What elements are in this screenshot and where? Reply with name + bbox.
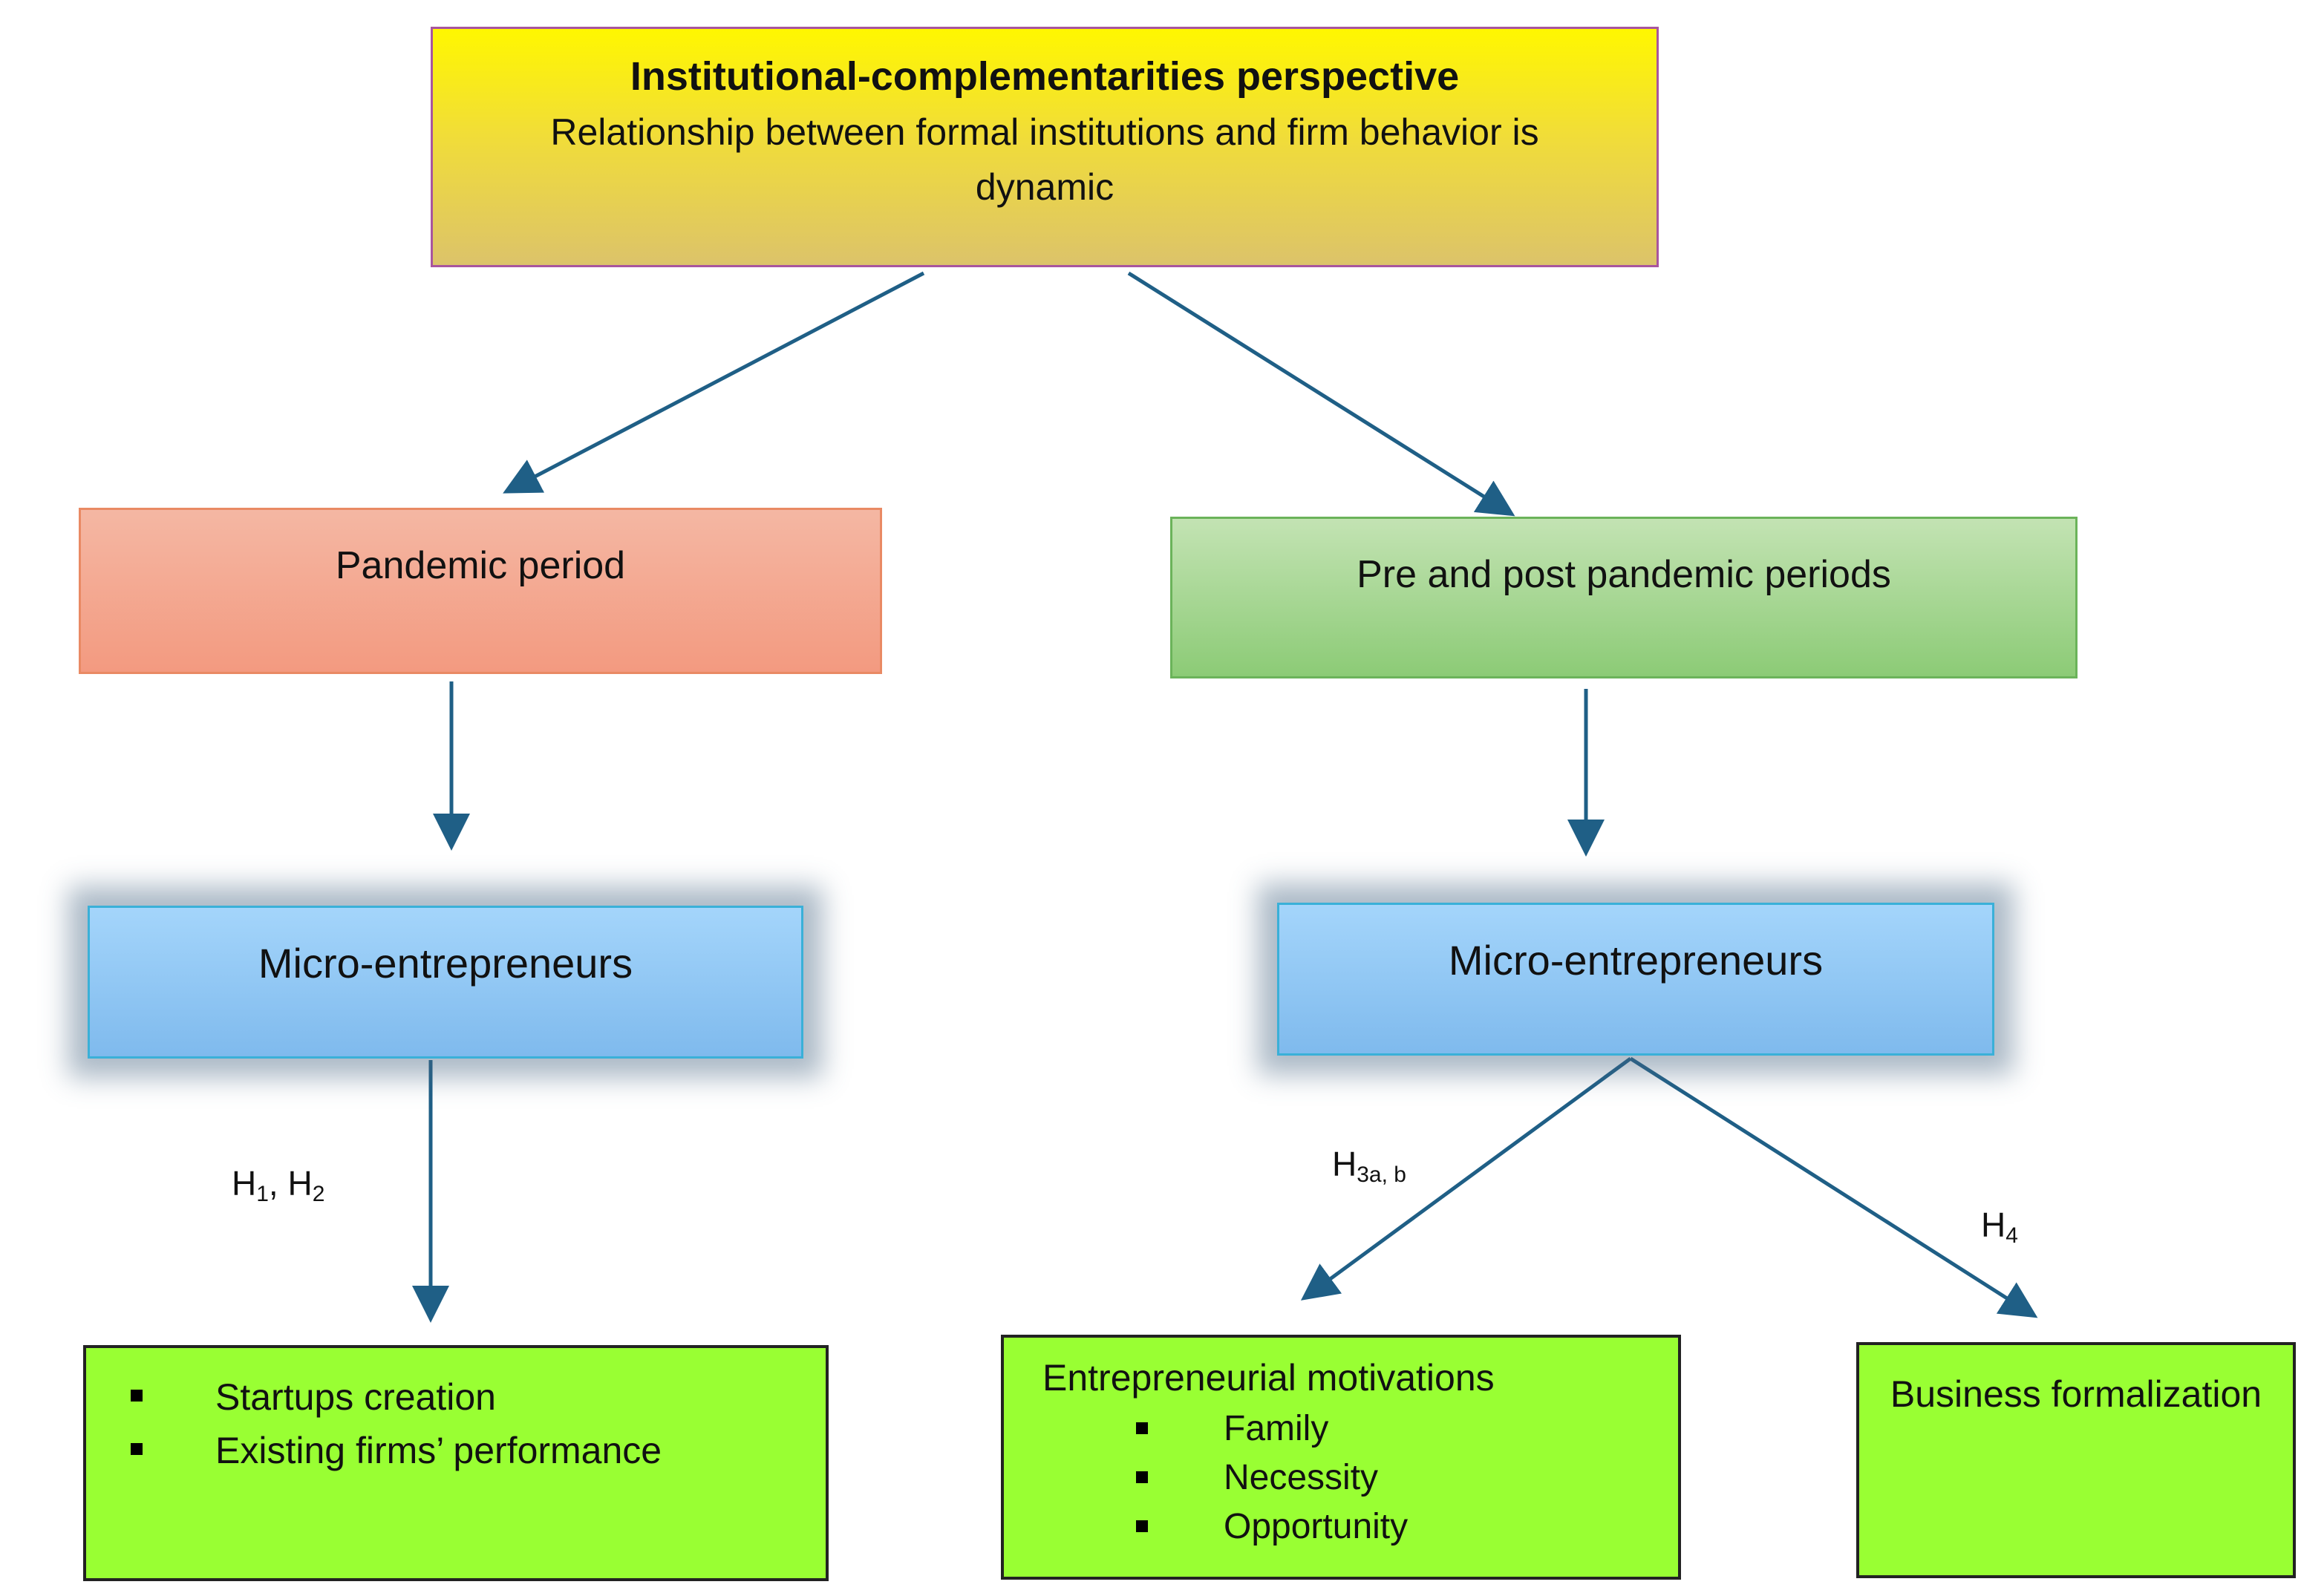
motivations-outcome-box: Entrepreneurial motivations Family Neces… [1001, 1335, 1681, 1580]
motivations-list: Family Necessity Opportunity [1004, 1404, 1678, 1551]
h3-sub: 3a, b [1357, 1162, 1406, 1187]
hypothesis-h4-label: H4 [1981, 1204, 2018, 1257]
h2-sub: 2 [312, 1182, 325, 1206]
h12-separator: , [268, 1164, 288, 1203]
motivations-heading: Entrepreneurial motivations [1042, 1357, 1495, 1399]
square-bullet-icon [1136, 1520, 1148, 1532]
micro-entrepreneurs-right-box: Micro-entrepreneurs [1277, 903, 1994, 1056]
hypothesis-h1-h2-label: H1, H2 [232, 1162, 324, 1215]
list-item: Necessity [1004, 1453, 1678, 1502]
h1-main: H [232, 1164, 257, 1203]
micro-entrepreneurs-left-label: Micro-entrepreneurs [258, 940, 633, 987]
list-item: Startups creation [86, 1370, 826, 1424]
formalization-outcome-box: Business formalization [1856, 1342, 2296, 1578]
startups-outcome-box: Startups creation Existing firms’ perfor… [83, 1345, 829, 1581]
perspective-subtitle: Relationship between formal institutions… [550, 111, 1539, 208]
h4-sub: 4 [2005, 1223, 2018, 1248]
perspective-title: Institutional-complementarities perspect… [630, 54, 1460, 99]
h1-sub: 1 [256, 1182, 269, 1206]
startups-outcome-list: Startups creation Existing firms’ perfor… [86, 1370, 826, 1477]
pre-post-pandemic-box: Pre and post pandemic periods [1170, 517, 2078, 678]
list-item: Existing firms’ performance [86, 1424, 826, 1477]
hypothesis-h3-label: H3a, b [1332, 1143, 1406, 1196]
square-bullet-icon [1136, 1422, 1148, 1434]
arrow-top-to-pandemic [503, 271, 925, 494]
perspective-box: Institutional-complementarities perspect… [431, 27, 1659, 267]
square-bullet-icon [1136, 1471, 1148, 1483]
motivation-necessity-text: Necessity [1224, 1458, 1379, 1497]
motivation-family-text: Family [1224, 1409, 1329, 1448]
h3-main: H [1332, 1145, 1357, 1183]
square-bullet-icon [131, 1390, 143, 1402]
startups-creation-text: Startups creation [215, 1376, 496, 1418]
arrow-micro-to-motivations [1300, 1056, 1632, 1301]
h2-main: H [287, 1164, 313, 1203]
pandemic-period-box: Pandemic period [79, 508, 882, 674]
square-bullet-icon [131, 1443, 143, 1455]
micro-entrepreneurs-right-label: Micro-entrepreneurs [1448, 937, 1824, 984]
formalization-text: Business formalization [1890, 1373, 2262, 1415]
h4-main: H [1981, 1206, 2006, 1244]
pre-post-pandemic-label: Pre and post pandemic periods [1357, 553, 1891, 596]
existing-firms-performance-text: Existing firms’ performance [215, 1430, 662, 1471]
arrow-micro-to-formalization [1629, 1056, 2038, 1318]
motivation-opportunity-text: Opportunity [1224, 1507, 1409, 1546]
arrow-top-to-prepost [1127, 271, 1515, 517]
pandemic-period-label: Pandemic period [335, 544, 626, 587]
micro-entrepreneurs-left-box: Micro-entrepreneurs [88, 906, 803, 1059]
list-item: Opportunity [1004, 1502, 1678, 1551]
list-item: Family [1004, 1404, 1678, 1453]
